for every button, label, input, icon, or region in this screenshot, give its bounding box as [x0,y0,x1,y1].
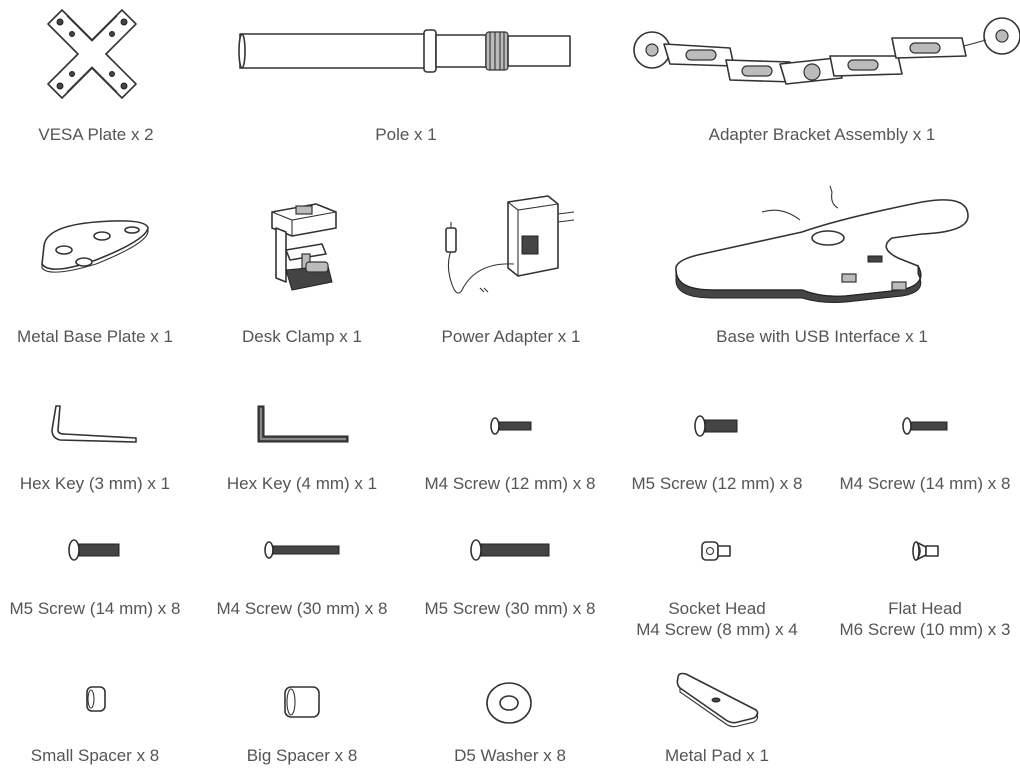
hex-key-3-illustration [51,405,137,443]
small-spacer-label: Small Spacer x 8 [30,746,160,765]
pole-illustration [238,29,571,73]
hex-key-4-label: Hex Key (4 mm) x 1 [226,474,378,493]
flat-head-screw-label-line1: Flat Head [888,599,962,618]
m5-screw-30-label: M5 Screw (30 mm) x 8 [424,599,596,618]
m5-screw-14-label: M5 Screw (14 mm) x 8 [9,599,181,618]
metal-base-plate-label: Metal Base Plate x 1 [17,327,173,346]
metal-pad-illustration [676,672,759,728]
m5-screw-12-illustration [694,415,738,437]
base-usb-label: Base with USB Interface x 1 [716,327,928,346]
adapter-bracket-label: Adapter Bracket Assembly x 1 [708,125,936,144]
m5-screw-14-illustration [68,539,120,561]
socket-head-screw-label-line2: M4 Screw (8 mm) x 4 [636,620,798,639]
m4-screw-12-illustration [490,417,532,435]
desk-clamp-illustration [271,203,337,291]
socket-head-screw-illustration [701,541,731,561]
small-spacer-illustration [86,686,106,712]
m5-screw-30-illustration [470,539,550,561]
m5-screw-12-label: M5 Screw (12 mm) x 8 [631,474,803,493]
m4-screw-14-illustration [902,417,948,435]
d5-washer-illustration [486,682,532,724]
pole-label: Pole x 1 [375,125,437,144]
m4-screw-30-label: M4 Screw (30 mm) x 8 [216,599,388,618]
power-adapter-label: Power Adapter x 1 [441,327,581,346]
m4-screw-14-label: M4 Screw (14 mm) x 8 [839,474,1011,493]
socket-head-screw-label-line1: Socket Head [668,599,766,618]
metal-pad-label: Metal Pad x 1 [665,746,769,765]
power-adapter-illustration [445,195,575,294]
metal-base-plate-illustration [41,220,149,273]
m4-screw-30-illustration [264,541,340,559]
hex-key-3-label: Hex Key (3 mm) x 1 [19,474,171,493]
vesa-plate-label: VESA Plate x 2 [38,125,154,144]
base-usb-illustration [675,185,969,303]
m4-screw-12-label: M4 Screw (12 mm) x 8 [424,474,596,493]
adapter-bracket-illustration [633,17,1020,85]
desk-clamp-label: Desk Clamp x 1 [242,327,362,346]
big-spacer-illustration [284,686,320,718]
vesa-plate-illustration [47,9,137,99]
flat-head-screw-illustration [912,541,939,561]
hex-key-4-illustration [257,405,349,443]
d5-washer-label: D5 Washer x 8 [454,746,566,765]
big-spacer-label: Big Spacer x 8 [246,746,358,765]
flat-head-screw-label-line2: M6 Screw (10 mm) x 3 [839,620,1011,639]
